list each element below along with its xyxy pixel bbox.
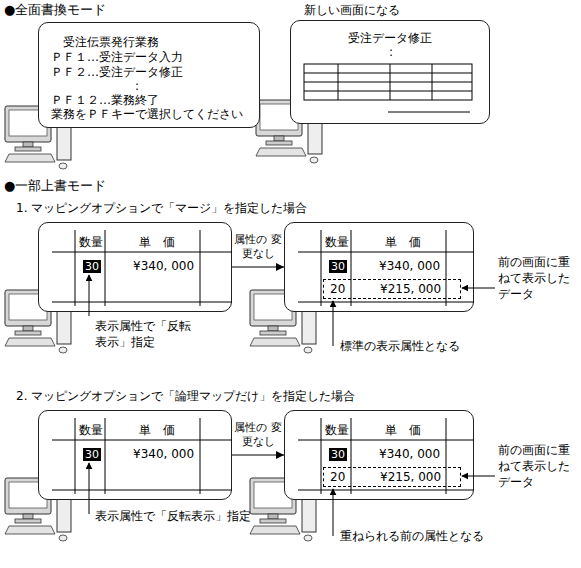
overlay-data-box: 20 ¥215, 000 — [323, 279, 461, 299]
arrow-head — [276, 263, 284, 271]
leader-arrow — [333, 489, 334, 536]
form-table — [304, 64, 472, 112]
screen-text: 単 価 — [385, 235, 421, 250]
callout-note: 前の画面に重ねて表示したデータ — [498, 442, 572, 490]
screen-text: 単 価 — [139, 423, 175, 438]
inverted-cell: 30 — [83, 260, 101, 273]
screen-text: 数量 — [325, 235, 349, 250]
inverted-cell: 30 — [83, 448, 101, 461]
case-heading: 2. マッピングオプションで「論理マップだけ」を指定した場合 — [16, 388, 355, 404]
leader-arrow — [333, 301, 334, 346]
leader-arrow — [89, 275, 90, 316]
screen-text: 20 — [330, 470, 345, 485]
screen-text: : — [389, 45, 393, 60]
screen-text: ¥340, 000 — [379, 259, 440, 274]
section-heading: ●一部上書モード — [4, 178, 106, 194]
leader-arrow — [462, 288, 495, 289]
screen-text: ¥340, 000 — [133, 259, 194, 274]
caption-text: 新しい画面になる — [304, 2, 400, 18]
screen-text: ＰＦ２…受注データ修正 — [51, 65, 183, 80]
screen-text: ＰＦ１２…業務終了 — [51, 93, 159, 108]
screen-text: ¥215, 000 — [380, 470, 441, 485]
connector-arrow — [232, 451, 284, 459]
screen-text: ¥215, 000 — [380, 282, 441, 297]
arrow-head — [276, 451, 284, 459]
screen-text: ¥340, 000 — [379, 447, 440, 462]
menu-screen: 受注伝票発行業務ＰＦ１…受注データ入力ＰＦ２…受注データ修正:ＰＦ１２…業務終了… — [38, 22, 260, 128]
leader-arrow — [462, 476, 495, 477]
after-screen: 数量 単 価 30 ¥340, 000 20 ¥215, 000 — [284, 222, 474, 312]
overlay-data-box: 20 ¥215, 000 — [323, 467, 461, 487]
arrow-label: 属性の 変更なし — [232, 233, 284, 261]
callout-note: 重ねられる前の属性となる — [340, 528, 484, 544]
screen-text: ¥340, 000 — [133, 447, 194, 462]
screen-text: : — [135, 79, 139, 94]
callout-note: 標準の表示属性となる — [340, 338, 460, 354]
table-grid — [298, 418, 474, 494]
inverted-cell: 30 — [329, 448, 347, 461]
case-heading: 1. マッピングオプションで「マージ」を指定した場合 — [16, 200, 307, 216]
after-screen: 数量 単 価 30 ¥340, 000 20 ¥215, 000 — [284, 410, 474, 500]
edit-screen: 受注データ修正: — [290, 20, 490, 124]
screen-text: 数量 — [79, 235, 103, 250]
screen-text: 数量 — [79, 423, 103, 438]
connector-arrow — [232, 263, 284, 271]
leader-arrow — [89, 463, 90, 514]
arrow-label: 属性の 変更なし — [232, 421, 284, 449]
screen-text: ＰＦ１…受注データ入力 — [51, 50, 183, 65]
screen-text: 業務をＰＦキーで選択してください — [51, 107, 243, 122]
before-screen: 数量 単 価 30 ¥340, 000 — [38, 222, 232, 312]
table-grid — [52, 418, 232, 494]
inverted-cell: 30 — [329, 260, 347, 273]
connector-line — [232, 455, 284, 456]
screen-text: 単 価 — [139, 235, 175, 250]
screen-text: 受注データ修正 — [291, 31, 489, 46]
callout-note: 表示属性で「反転表示」指定 — [95, 508, 251, 524]
connector-line — [232, 267, 284, 268]
callout-note: 前の画面に重ねて表示したデータ — [498, 254, 572, 302]
table-grid — [52, 230, 232, 306]
callout-note: 表示属性で「反転表示」指定 — [95, 318, 195, 350]
screen-text: 20 — [330, 282, 345, 297]
screen-text: 単 価 — [385, 423, 421, 438]
screen-text: 受注伝票発行業務 — [63, 35, 159, 50]
screen-text: 数量 — [325, 423, 349, 438]
section-heading: ●全面書換モード — [4, 2, 106, 18]
before-screen: 数量 単 価 30 ¥340, 000 — [38, 410, 232, 500]
table-grid — [298, 230, 474, 306]
